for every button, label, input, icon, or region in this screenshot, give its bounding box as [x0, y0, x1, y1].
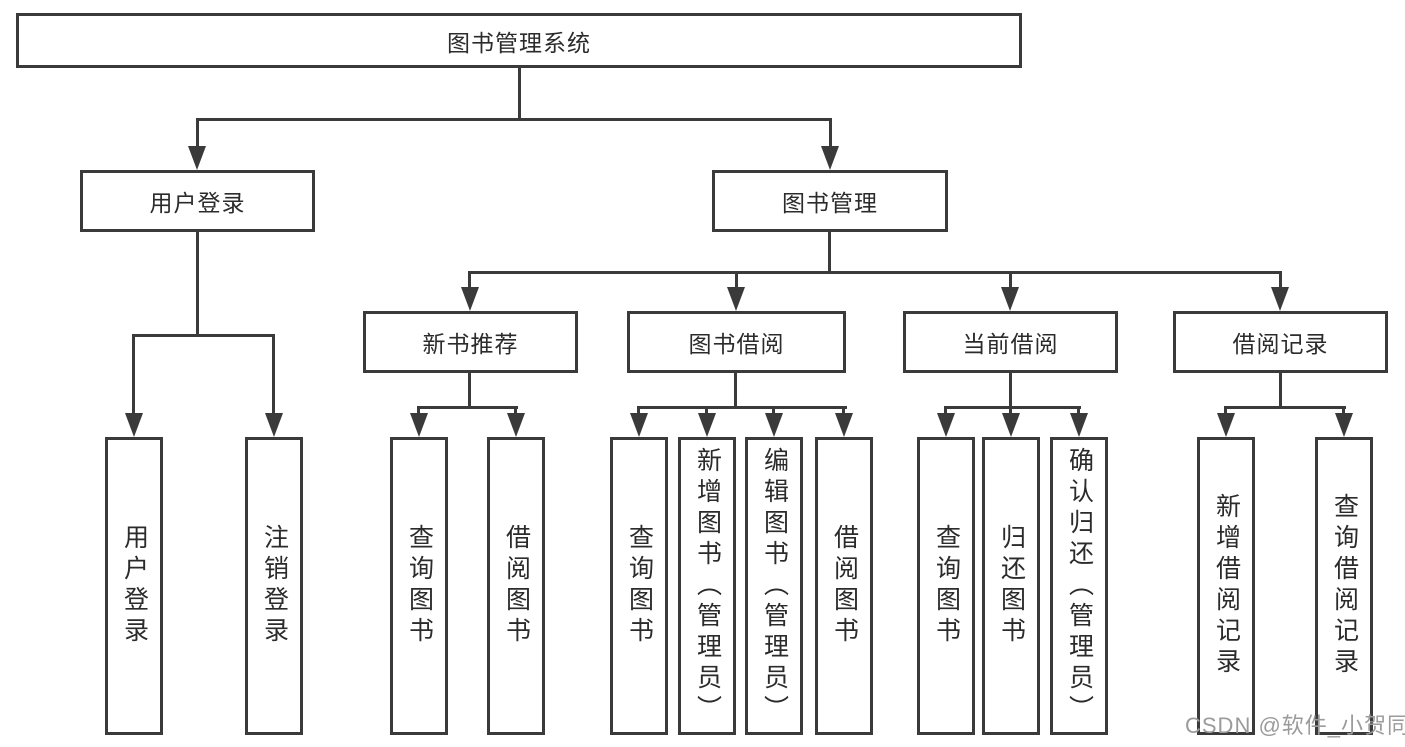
- arrowhead-g3-leaf-1: [937, 413, 955, 437]
- connector-mgmt-drop-4: [1279, 271, 1282, 293]
- connector-g4-hline: [1224, 406, 1346, 409]
- node-label: 查询图书: [932, 524, 961, 648]
- connector-g1-drop-2: [514, 406, 517, 418]
- arrowhead-leaf-logout: [265, 413, 283, 437]
- arrowhead-g1-leaf-2: [507, 413, 525, 437]
- node-current-borrow: 当前借阅: [903, 311, 1118, 373]
- leaf-user-login: 用户登录: [105, 437, 163, 735]
- connector-mgmt-vline: [828, 232, 831, 274]
- node-root: 图书管理系统: [16, 13, 1022, 68]
- connector-mgmt-drop-2: [735, 271, 738, 293]
- node-label: 编辑图书（管理员）: [760, 446, 789, 726]
- node-new-book-recommend: 新书推荐: [363, 311, 578, 373]
- arrowhead-user-login: [188, 146, 206, 170]
- node-label: 查询借阅记录: [1330, 493, 1359, 679]
- arrowhead-g2-leaf-1: [630, 413, 648, 437]
- connector-mgmt-hline: [468, 271, 1282, 274]
- connector-g2-vline: [734, 373, 737, 409]
- node-user-login: 用户登录: [80, 170, 315, 232]
- leaf-borrow-add-books-admin: 新增图书（管理员）: [678, 437, 736, 735]
- node-book-management: 图书管理: [712, 170, 948, 232]
- leaf-borrow-query-books: 查询图书: [610, 437, 668, 735]
- connector-mgmt-drop-1: [468, 271, 471, 293]
- leaf-borrow-edit-books-admin: 编辑图书（管理员）: [745, 437, 803, 735]
- connector-g1-vline: [468, 373, 471, 409]
- arrowhead-g4-leaf-2: [1335, 413, 1353, 437]
- node-label: 图书管理: [782, 190, 878, 216]
- leaf-records-add-record: 新增借阅记录: [1197, 437, 1255, 735]
- arrowhead-new-book-recommend: [461, 287, 479, 311]
- leaf-logout: 注销登录: [245, 437, 303, 735]
- arrowhead-book-management: [821, 146, 839, 170]
- arrowhead-g4-leaf-1: [1217, 413, 1235, 437]
- connector-g2-hline: [637, 406, 847, 409]
- arrowhead-g1-leaf-1: [410, 413, 428, 437]
- connector-login-vline: [196, 232, 199, 337]
- arrowhead-g3-leaf-2: [1002, 413, 1020, 437]
- connector-g4-vline: [1279, 373, 1282, 409]
- arrowhead-g3-leaf-3: [1070, 413, 1088, 437]
- connector-g2-drop-3: [772, 406, 775, 418]
- connector-root-vline: [518, 68, 521, 120]
- node-label: 借阅图书: [830, 524, 859, 648]
- arrowhead-borrow-records: [1271, 287, 1289, 311]
- connector-g1-drop-1: [417, 406, 420, 418]
- node-label: 注销登录: [260, 524, 289, 648]
- node-label: 图书借阅: [688, 331, 785, 357]
- node-label: 归还图书: [997, 524, 1026, 648]
- connector-g3-drop-3: [1077, 406, 1080, 418]
- node-label: 当前借阅: [962, 331, 1059, 357]
- connector-root-hline: [196, 118, 832, 121]
- connector-login-drop-2: [272, 334, 275, 418]
- connector-g2-drop-1: [637, 406, 640, 418]
- node-label: 用户登录: [149, 190, 246, 216]
- node-label: 新增图书（管理员）: [693, 446, 722, 726]
- node-label: 图书管理系统: [447, 29, 591, 56]
- connector-g1-hline: [417, 406, 518, 409]
- connector-login-hline: [132, 334, 275, 337]
- connector-root-drop-left: [196, 118, 199, 150]
- leaf-records-query-record: 查询借阅记录: [1315, 437, 1373, 735]
- connector-g2-drop-2: [705, 406, 708, 418]
- leaf-current-return-books: 归还图书: [982, 437, 1040, 735]
- node-label: 新增借阅记录: [1212, 493, 1241, 679]
- node-label: 查询图书: [405, 524, 434, 648]
- arrowhead-g2-leaf-3: [765, 413, 783, 437]
- node-label: 用户登录: [120, 524, 149, 648]
- arrowhead-g2-leaf-4: [835, 413, 853, 437]
- connector-g4-drop-1: [1224, 406, 1227, 418]
- connector-mgmt-drop-3: [1009, 271, 1012, 293]
- connector-root-drop-right: [829, 118, 832, 150]
- connector-g3-drop-2: [1009, 406, 1012, 418]
- connector-g4-drop-2: [1342, 406, 1345, 418]
- arrowhead-book-borrow: [727, 287, 745, 311]
- leaf-recommend-borrow-books: 借阅图书: [487, 437, 545, 735]
- connector-g2-drop-4: [842, 406, 845, 418]
- connector-g3-hline: [944, 406, 1081, 409]
- node-label: 借阅记录: [1232, 331, 1329, 357]
- leaf-borrow-borrow-books: 借阅图书: [815, 437, 873, 735]
- connector-g3-vline: [1009, 373, 1012, 409]
- watermark: CSDN @软件_小贺同学: [1185, 713, 1405, 738]
- arrowhead-current-borrow: [1001, 287, 1019, 311]
- node-label: 新书推荐: [422, 331, 519, 357]
- node-label: 借阅图书: [502, 524, 531, 648]
- arrowhead-g2-leaf-2: [698, 413, 716, 437]
- node-label: 查询图书: [625, 524, 654, 648]
- leaf-current-confirm-return-admin: 确认归还（管理员）: [1050, 437, 1108, 735]
- arrowhead-leaf-user-login: [125, 413, 143, 437]
- node-book-borrow: 图书借阅: [627, 311, 846, 373]
- connector-g3-drop-1: [944, 406, 947, 418]
- leaf-current-query-books: 查询图书: [917, 437, 975, 735]
- connector-login-drop-1: [132, 334, 135, 418]
- node-label: 确认归还（管理员）: [1065, 446, 1094, 726]
- node-borrow-records: 借阅记录: [1173, 311, 1388, 373]
- leaf-recommend-query-books: 查询图书: [390, 437, 448, 735]
